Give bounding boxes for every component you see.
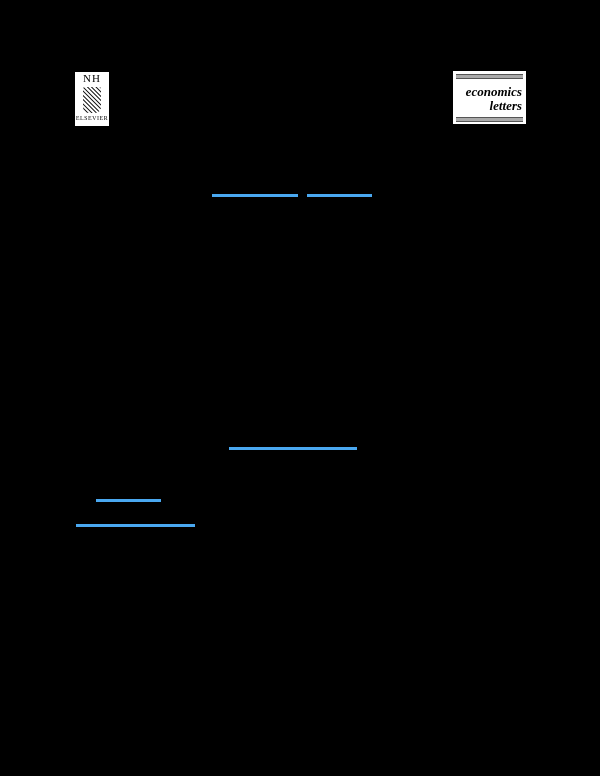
reference-link-1[interactable] <box>96 499 161 502</box>
doi-link[interactable] <box>229 447 357 450</box>
journal-title-line2: letters <box>489 98 523 113</box>
reference-link-2[interactable] <box>76 524 195 527</box>
journal-logo-footer <box>453 124 526 128</box>
author-link-2[interactable] <box>307 194 372 197</box>
journal-logo-top-rule <box>456 74 523 79</box>
journal-logo: economics letters <box>453 71 526 128</box>
journal-title-line1: economics <box>465 84 522 99</box>
author-link-1[interactable] <box>212 194 298 197</box>
elsevier-tree-icon <box>83 87 101 113</box>
publisher-logo: NH ELSEVIER <box>75 72 109 126</box>
publisher-name: ELSEVIER <box>75 116 109 122</box>
journal-logo-bottom-rule <box>456 117 523 122</box>
publisher-monogram: NH <box>83 73 101 85</box>
